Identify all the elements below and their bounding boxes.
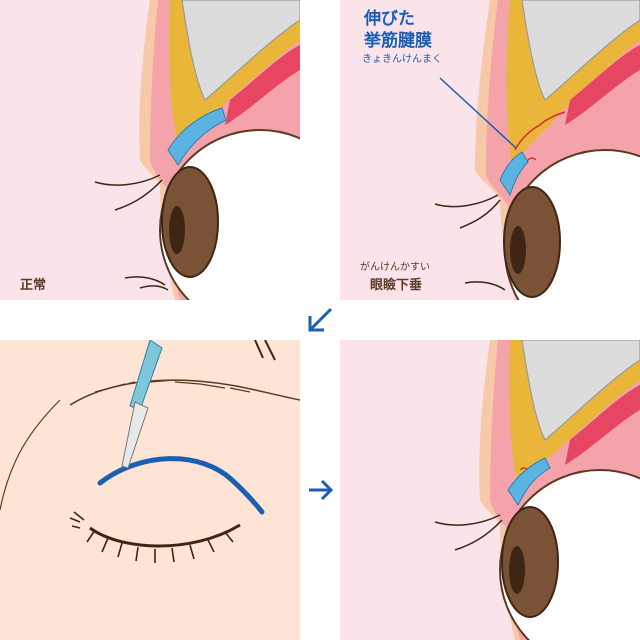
annotation-line1: 伸びた bbox=[364, 9, 415, 29]
eyelid-cross-section-ptosis bbox=[340, 0, 640, 300]
label-ptosis-ruby: がんけんかすい bbox=[360, 262, 430, 273]
annotation-line2: 挙筋腱膜 bbox=[364, 31, 432, 51]
annotation-ruby: きょきんけんまく bbox=[362, 54, 442, 65]
panel-ptosis: 伸びた 挙筋腱膜 きょきんけんまく がんけんかすい 眼瞼下垂 bbox=[340, 0, 640, 300]
arrow-right-icon bbox=[309, 479, 334, 501]
panel-repaired bbox=[340, 340, 640, 640]
panel-incision bbox=[0, 340, 300, 640]
arrow-down-left-icon bbox=[308, 307, 333, 332]
eye-incision-illustration bbox=[0, 340, 300, 640]
panel-normal: 正常 bbox=[0, 0, 300, 300]
annotation-leader-line bbox=[439, 77, 517, 149]
eyelid-cross-section-normal bbox=[0, 0, 300, 300]
label-ptosis: 眼瞼下垂 bbox=[370, 278, 423, 293]
label-normal: 正常 bbox=[20, 278, 47, 293]
eyelid-cross-section-repaired bbox=[340, 340, 640, 640]
